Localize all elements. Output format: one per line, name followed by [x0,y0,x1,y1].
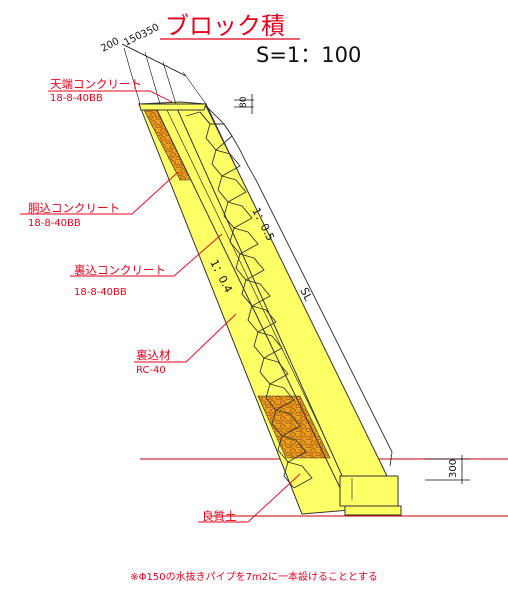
block-outer-teeth [205,105,393,467]
backfill-concrete-line [156,109,346,499]
label-dogome-name: 胴込コンクリート [28,201,120,215]
label-uragome-spec: 18-8-40BB [74,287,127,298]
leader-lines [20,90,301,523]
label-tenba-spec: 18-8-40BB [50,93,103,104]
label-uragome-name: 裏込コンクリート [74,263,166,277]
base-dimension: 300 [425,455,470,484]
crown-concrete [138,103,207,111]
block-pattern-back [185,111,313,489]
label-ryoshitsudo-name: 良質土 [202,509,237,523]
block-pattern-front [199,111,295,489]
dim-base-height: 300 [448,459,459,478]
drainage-note: ※Φ150の水抜きパイプを7m2に一本設けることとする [130,570,378,583]
dim-top-c: 350 [139,22,161,41]
slope-sl-label: SL [297,285,315,303]
label-uragomezai-spec: RC-40 [136,365,166,376]
side-dimension-small: 80 [234,94,254,114]
label-uragomezai-name: 裏込材 [136,348,171,362]
dim-side-small: 80 [239,96,249,108]
foundation-footing [344,505,402,516]
label-tenba-name: 天端コンクリート [50,77,142,91]
drawing-title: ブロック積 [165,12,285,40]
foundation-block [339,475,399,507]
scale-label: S=1：100 [256,43,361,67]
label-dogome-spec: 18-8-40BB [28,218,81,229]
dim-top-a: 200 [99,36,121,55]
